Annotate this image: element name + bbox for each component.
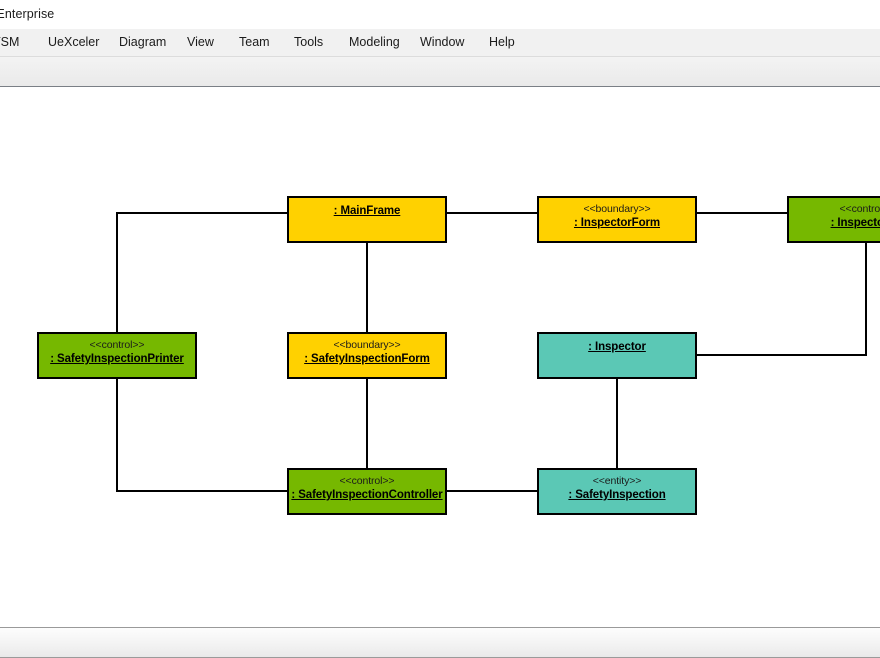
- node-name: : SafetyInspection: [568, 489, 666, 501]
- node-stereotype: <<control>>: [339, 475, 395, 487]
- status-bar: [0, 628, 880, 658]
- menu-item-window[interactable]: Window: [420, 35, 465, 49]
- uml-node-inspector-controller[interactable]: <<control>> : InspectorCo: [787, 196, 880, 243]
- node-name: : InspectorForm: [573, 217, 661, 229]
- uml-node-mainframe[interactable]: : MainFrame: [287, 196, 447, 243]
- diagram-canvas[interactable]: : MainFrame<<boundary>>: InspectorForm<<…: [0, 88, 880, 628]
- menu-item-help[interactable]: Help: [489, 35, 515, 49]
- canvas-bottom-divider: [0, 627, 880, 628]
- menu-item-modeling[interactable]: Modeling: [349, 35, 400, 49]
- uml-node-safety-inspection-form[interactable]: <<boundary>> : SafetyInspectionForm: [287, 332, 447, 379]
- window-title: radigm Enterprise: [0, 7, 55, 21]
- node-name: : Inspector: [588, 341, 646, 353]
- node-stereotype: <<boundary>>: [333, 339, 401, 351]
- menu-item-tools[interactable]: Tools: [294, 35, 324, 49]
- uml-node-safety-inspection-controller[interactable]: <<control>> : SafetyInspectionController: [287, 468, 447, 515]
- uml-node-inspector-form[interactable]: <<boundary>> : InspectorForm: [537, 196, 697, 243]
- uml-node-safety-inspection[interactable]: <<entity>> : SafetyInspection: [537, 468, 697, 515]
- menu-item-uexceler[interactable]: UeXceler: [48, 35, 100, 49]
- node-stereotype: <<entity>>: [592, 475, 642, 487]
- connector-printer-down-to-controller: [116, 467, 287, 492]
- node-stereotype: <<control>>: [839, 203, 880, 215]
- menu-item-diagram[interactable]: Diagram: [119, 35, 167, 49]
- menu-item-view[interactable]: View: [187, 35, 214, 49]
- connector-layer: [116, 212, 867, 492]
- node-name: : SafetyInspectionPrinter: [50, 353, 184, 365]
- node-name: : MainFrame: [333, 205, 401, 217]
- uml-node-safety-inspection-printer[interactable]: <<control>> : SafetyInspectionPrinter: [37, 332, 197, 379]
- menu-bar[interactable]: TSM UeXceler Diagram View Team Tools Modeling W…: [0, 29, 880, 57]
- menu-item-tsm[interactable]: TSM: [0, 35, 20, 49]
- node-name: : SafetyInspectionController: [291, 489, 443, 501]
- node-name: : SafetyInspectionForm: [304, 353, 430, 365]
- connector-inspectorcontroller-inspector: [697, 243, 867, 356]
- menu-item-team[interactable]: Team: [239, 35, 270, 49]
- uml-node-inspector[interactable]: : Inspector: [537, 332, 697, 379]
- node-name: : InspectorCo: [830, 217, 880, 229]
- toolbar[interactable]: [0, 57, 880, 87]
- title-bar: radigm Enterprise: [0, 0, 880, 29]
- node-stereotype: <<boundary>>: [583, 203, 651, 215]
- node-stereotype: <<control>>: [89, 339, 145, 351]
